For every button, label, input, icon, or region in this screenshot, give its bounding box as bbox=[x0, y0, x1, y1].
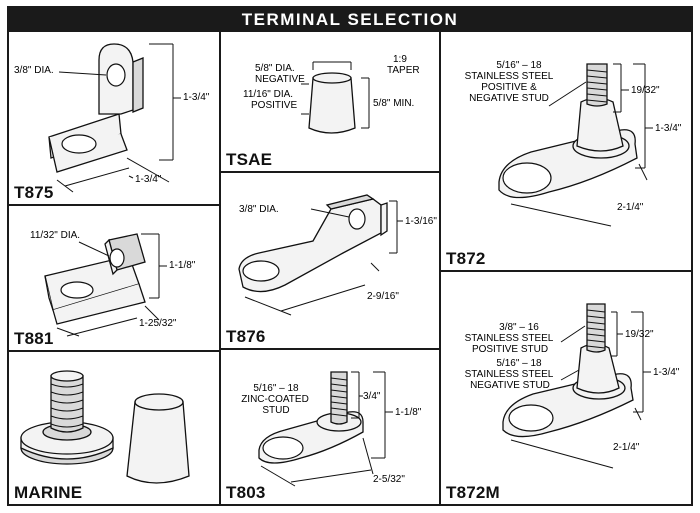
t875-length-label: 1-3/4" bbox=[135, 174, 162, 185]
t872-length-dim: 2-1/4" bbox=[617, 202, 644, 213]
t872m-pos-material: STAINLESS STEEL bbox=[464, 333, 554, 344]
t872-stud-polarity-1: POSITIVE & bbox=[481, 82, 537, 93]
tsae-pos-label: POSITIVE bbox=[251, 100, 298, 111]
t872m-top-dim: 19/32" bbox=[625, 329, 654, 340]
t803-stud-thread: 5/16" – 18 bbox=[253, 383, 299, 394]
t872m-height-dim: 1-3/4" bbox=[653, 367, 680, 378]
t872m-length-dim: 2-1/4" bbox=[613, 442, 640, 453]
t881-length-label: 1-25/32" bbox=[139, 318, 177, 329]
t881-drawing bbox=[44, 233, 167, 337]
tsae-taper-ratio: 1:9 bbox=[393, 54, 407, 65]
t876-height-label: 1-3/16" bbox=[405, 216, 437, 227]
t872-part-number: T872 bbox=[446, 249, 486, 268]
t875-drawing bbox=[48, 43, 181, 193]
t872m-drawing bbox=[502, 303, 651, 469]
panel-t881: 11/32" DIA. 1-1/8" 1-25/32" T881 bbox=[9, 206, 221, 352]
t803-top-dim: 3/4" bbox=[363, 391, 381, 402]
terminal-selection-sheet: TERMINAL SELECTION 3/8" DIA. 1-3/4" 1-3/… bbox=[7, 6, 693, 506]
t872-drawing bbox=[498, 63, 653, 227]
t876-drawing bbox=[238, 194, 403, 316]
panel-tsae: 5/8" DIA. NEGATIVE 11/16" DIA. POSITIVE … bbox=[221, 32, 441, 173]
t803-length-dim: 2-5/32" bbox=[373, 474, 405, 485]
page-title: TERMINAL SELECTION bbox=[9, 8, 691, 32]
panel-t876: 3/8" DIA. 1-3/16" 2-9/16" T876 bbox=[221, 173, 441, 350]
tsae-min-label: 5/8" MIN. bbox=[373, 98, 415, 109]
t875-hole-label: 3/8" DIA. bbox=[14, 65, 54, 76]
t875-part-number: T875 bbox=[14, 183, 54, 202]
panel-t803: 5/16" – 18 ZINC-COATED STUD 3/4" 1-1/8" … bbox=[221, 350, 441, 504]
tsae-drawing bbox=[301, 61, 370, 134]
t881-hole-label: 11/32" DIA. bbox=[30, 230, 81, 241]
panel-marine: MARINE bbox=[9, 352, 221, 504]
t872-stud-material: STAINLESS STEEL bbox=[464, 71, 554, 82]
panel-t872: 5/16" – 18 STAINLESS STEEL POSITIVE & NE… bbox=[441, 32, 691, 272]
t803-drawing bbox=[258, 371, 393, 487]
t876-hole-label: 3/8" DIA. bbox=[239, 204, 279, 215]
t803-stud-material: ZINC-COATED bbox=[241, 394, 309, 405]
t872m-pos-label: POSITIVE STUD bbox=[471, 344, 549, 355]
t881-part-number: T881 bbox=[14, 329, 54, 348]
t803-part-number: T803 bbox=[226, 483, 266, 502]
t872m-pos-thread: 3/8" – 16 bbox=[499, 322, 539, 333]
tsae-taper-label: TAPER bbox=[387, 65, 420, 76]
tsae-neg-label: NEGATIVE bbox=[255, 74, 305, 85]
marine-drawing bbox=[20, 370, 190, 484]
t872-stud-polarity-2: NEGATIVE STUD bbox=[469, 93, 549, 104]
t872m-neg-label: NEGATIVE STUD bbox=[470, 380, 550, 391]
t876-length-label: 2-9/16" bbox=[367, 291, 399, 302]
t872-top-dim: 19/32" bbox=[631, 85, 660, 96]
tsae-part-number: TSAE bbox=[226, 150, 273, 169]
t872m-neg-thread: 5/16" – 18 bbox=[496, 358, 542, 369]
t803-stud-label: STUD bbox=[262, 405, 290, 416]
panel-t872m: 3/8" – 16 STAINLESS STEEL POSITIVE STUD … bbox=[441, 272, 691, 504]
t872-stud-thread: 5/16" – 18 bbox=[496, 60, 542, 71]
panel-t875: 3/8" DIA. 1-3/4" 1-3/4" T875 bbox=[9, 32, 221, 206]
t875-height-label: 1-3/4" bbox=[183, 92, 210, 103]
t872m-part-number: T872M bbox=[446, 483, 500, 502]
t803-height-dim: 1-1/8" bbox=[395, 407, 422, 418]
t872m-neg-material: STAINLESS STEEL bbox=[464, 369, 554, 380]
tsae-neg-dia: 5/8" DIA. bbox=[255, 63, 295, 74]
t872-height-dim: 1-3/4" bbox=[655, 123, 682, 134]
tsae-pos-dia: 11/16" DIA. bbox=[243, 89, 294, 100]
marine-part-label: MARINE bbox=[14, 483, 83, 502]
t876-part-number: T876 bbox=[226, 327, 266, 346]
t881-height-label: 1-1/8" bbox=[169, 260, 196, 271]
